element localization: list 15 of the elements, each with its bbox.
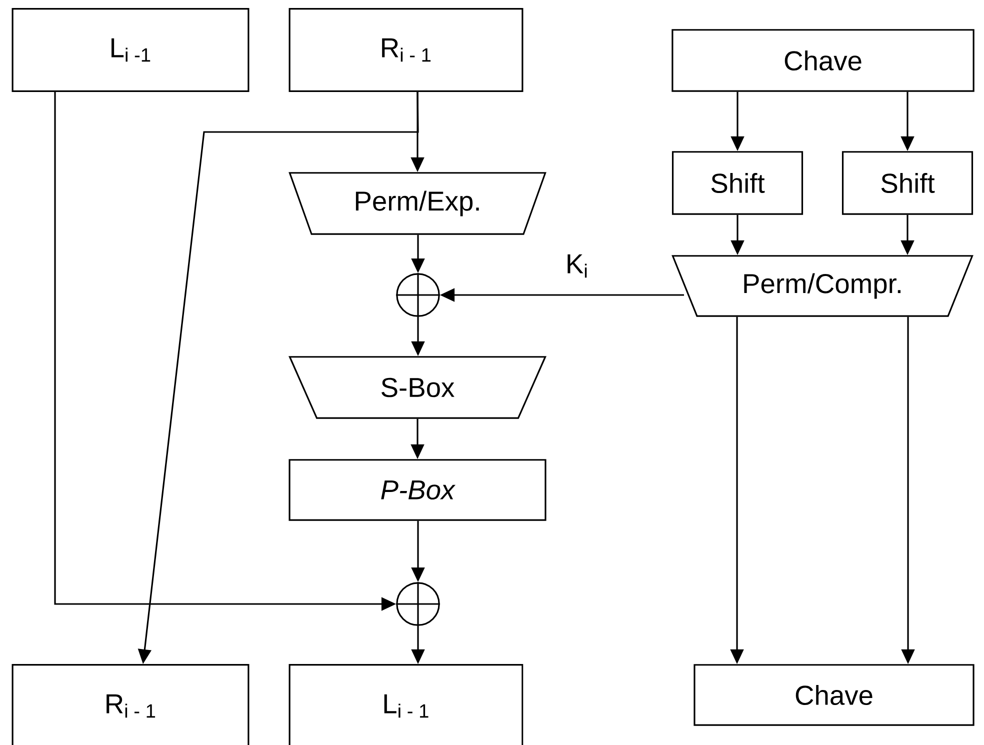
xor-symbol xyxy=(396,273,440,317)
process-box: R$_{i - 1}$ xyxy=(288,8,524,92)
process-box: L$_{i - 1}$ xyxy=(288,664,524,745)
xor-symbol xyxy=(396,582,440,626)
process-box: Chave xyxy=(694,664,974,726)
process-box: Chave xyxy=(672,29,974,92)
edge-label: K$_{i}$ xyxy=(568,254,587,278)
trapezoid-box: Perm/Compr. xyxy=(672,255,974,317)
process-box: Shift xyxy=(672,151,804,215)
trapezoid-box: S-Box xyxy=(288,356,546,419)
process-box: L$_{i -1}$ xyxy=(12,8,250,92)
process-box: Shift xyxy=(842,151,974,215)
trapezoid-box: Perm/Exp. xyxy=(288,172,546,235)
process-box: P-Box xyxy=(288,459,546,521)
process-box: R$_{i - 1}$ xyxy=(12,664,250,745)
